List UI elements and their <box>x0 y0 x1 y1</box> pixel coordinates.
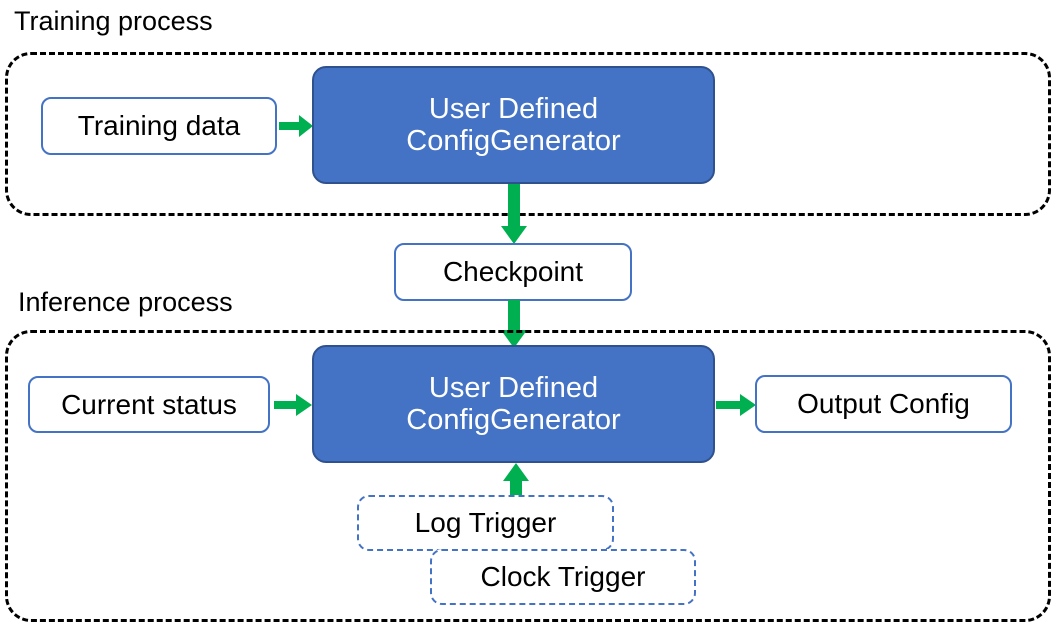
arrow-triggers-to-generator <box>500 463 532 503</box>
training-process-group <box>5 52 1051 216</box>
arrow-generator-to-checkpoint <box>498 184 530 246</box>
node-inference-config-generator-line2: ConfigGenerator <box>406 404 621 436</box>
node-inference-config-generator-line1: User Defined <box>428 371 599 404</box>
node-log-trigger[interactable]: Log Trigger <box>357 495 614 551</box>
node-training-config-generator-line1: User Defined <box>428 92 599 125</box>
arrow-generator-to-output-config <box>716 391 758 419</box>
arrow-training-data-to-generator <box>279 112 315 140</box>
node-training-data[interactable]: Training data <box>41 97 277 155</box>
arrow-checkpoint-to-inference-generator <box>498 300 530 350</box>
node-output-config[interactable]: Output Config <box>755 375 1012 433</box>
arrow-current-status-to-generator <box>274 391 314 419</box>
node-clock-trigger[interactable]: Clock Trigger <box>430 549 696 605</box>
node-training-config-generator[interactable]: User Defined ConfigGenerator <box>312 66 715 184</box>
node-inference-config-generator[interactable]: User Defined ConfigGenerator <box>312 345 715 463</box>
training-process-label: Training process <box>14 6 213 36</box>
node-checkpoint[interactable]: Checkpoint <box>394 243 632 301</box>
inference-process-label: Inference process <box>18 287 233 317</box>
node-current-status[interactable]: Current status <box>28 376 270 433</box>
node-training-config-generator-line2: ConfigGenerator <box>406 125 621 157</box>
inference-process-group <box>5 330 1051 622</box>
